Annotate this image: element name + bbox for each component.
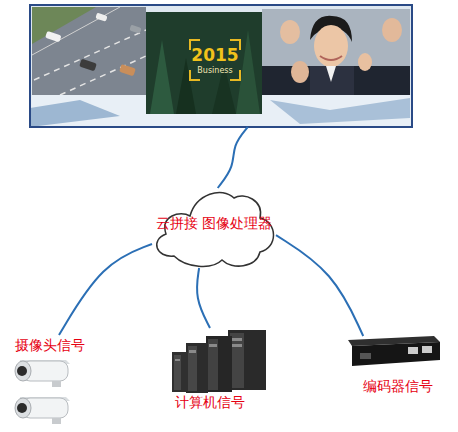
tower-front [174, 355, 181, 390]
drive-bay [189, 350, 196, 353]
lane-marking [60, 56, 146, 95]
signal-link [59, 244, 152, 335]
camera-front [15, 361, 31, 381]
face [314, 25, 348, 67]
drive-bay [232, 338, 242, 341]
panel-subtitle: Business [170, 66, 260, 76]
computer-tower [228, 330, 266, 390]
drive-bay [232, 344, 242, 347]
car [119, 64, 136, 76]
audience-panel [262, 9, 410, 95]
face [382, 18, 402, 42]
video-wall: 2015Business [30, 5, 412, 127]
camera-lens [17, 366, 27, 376]
camera-lens [17, 403, 27, 413]
car [129, 25, 141, 34]
computer-tower [206, 336, 232, 392]
bullet-camera [15, 360, 70, 387]
suit [310, 66, 354, 95]
network-port [408, 347, 418, 354]
car [45, 31, 61, 42]
tower-front [208, 339, 218, 390]
network-port [422, 346, 432, 353]
drive-bay [209, 344, 217, 347]
shirt [326, 66, 336, 82]
bullet-camera [15, 397, 70, 424]
panel-title: 2015 [170, 45, 260, 65]
lane-marking [34, 30, 146, 80]
forest-panel [146, 12, 262, 114]
face [280, 20, 300, 44]
source-label: 摄像头信号 [5, 336, 95, 354]
camera-mount [52, 418, 61, 424]
snow-shadow [30, 100, 120, 127]
audience-suits [262, 66, 410, 95]
encoder-front [352, 342, 440, 366]
tree [176, 58, 196, 114]
encoder-source: 编码器信号 [340, 336, 456, 396]
source-label: 编码器信号 [340, 377, 456, 395]
smile [320, 56, 342, 60]
clapping-hand [358, 53, 372, 71]
camera-mount [52, 381, 61, 387]
lane-marking [32, 7, 120, 55]
face [291, 61, 309, 83]
source-label: 计算机信号 [155, 393, 265, 411]
signal-link [197, 268, 210, 328]
road-panel [32, 7, 146, 95]
tower-front [230, 333, 244, 388]
signal-link [218, 127, 248, 188]
computer-source: 计算机信号 [155, 328, 265, 413]
car [95, 13, 107, 22]
car [79, 59, 97, 72]
signal-link [276, 235, 363, 336]
computer-tower [172, 352, 188, 392]
snow-shadow [270, 98, 410, 124]
tower-front [188, 346, 197, 391]
camera-source: 摄像头信号 [5, 335, 95, 430]
processor-label: 云拼接 图像处理器 [152, 214, 276, 233]
video-wall-border [30, 5, 412, 127]
camera-front [15, 398, 31, 418]
tree [150, 40, 174, 114]
computer-tower [186, 343, 208, 393]
cloud-processor: 云拼接 图像处理器 [152, 188, 276, 268]
video-wall-back [30, 5, 412, 127]
video-port [360, 353, 371, 359]
drive-bay [175, 359, 180, 361]
